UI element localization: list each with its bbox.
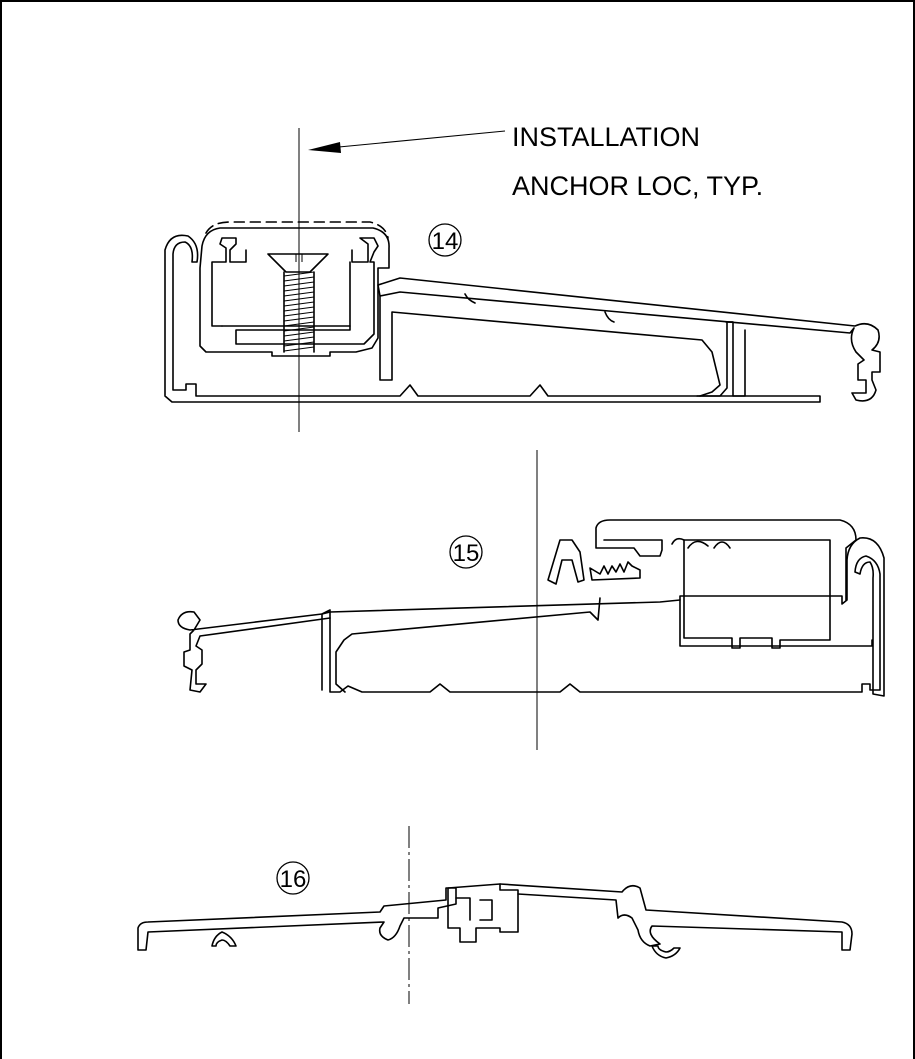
callout-line-2: ANCHOR LOC, TYP. (512, 171, 763, 201)
housing-dashed-top (205, 221, 389, 239)
detail-tag-14-circle (428, 223, 462, 257)
anchor-latch-15 (547, 539, 585, 585)
saddle-right-lugs (651, 945, 681, 959)
detail-tag-16-circle (276, 861, 310, 895)
housing-inner-15 (683, 539, 831, 649)
ramp-deck-15 (177, 599, 681, 693)
anchor-callout: INSTALLATION ANCHOR LOC, TYP. (308, 122, 763, 201)
threshold-base-15 (321, 537, 885, 697)
leader-line (317, 130, 506, 150)
saddle-center-inner (455, 897, 493, 921)
profile-15: 15 (177, 450, 885, 750)
anchor-cavity-14 (211, 237, 379, 345)
saddle-right-16 (499, 883, 853, 951)
anchor-housing-15 (595, 519, 857, 601)
leader-arrowhead (308, 142, 341, 153)
detail-tag-16: 16 (280, 866, 307, 893)
detail-tag-14: 14 (432, 228, 459, 255)
saddle-center-16 (447, 883, 519, 943)
saddle-left-lugs (211, 931, 237, 947)
ramp-underside-15 (335, 597, 601, 693)
latch-teeth-15 (589, 561, 641, 581)
anchor-screw-14 (267, 253, 329, 353)
deck-rib-1 (464, 293, 734, 323)
ramp-deck-14 (377, 277, 881, 402)
ramp-underside-14 (379, 295, 721, 397)
profile-14: 14 (164, 128, 881, 432)
threshold-base-14 (164, 234, 821, 403)
saddle-left-16 (137, 887, 457, 951)
detail-tag-15: 15 (453, 540, 480, 567)
detail-tag-15-circle (449, 535, 483, 569)
anchor-housing-14 (199, 227, 390, 357)
profile-16: 16 (137, 826, 853, 1004)
ramp-leg-14 (696, 321, 746, 397)
housing-notches-15 (671, 537, 731, 549)
callout-line-1: INSTALLATION (512, 122, 700, 152)
